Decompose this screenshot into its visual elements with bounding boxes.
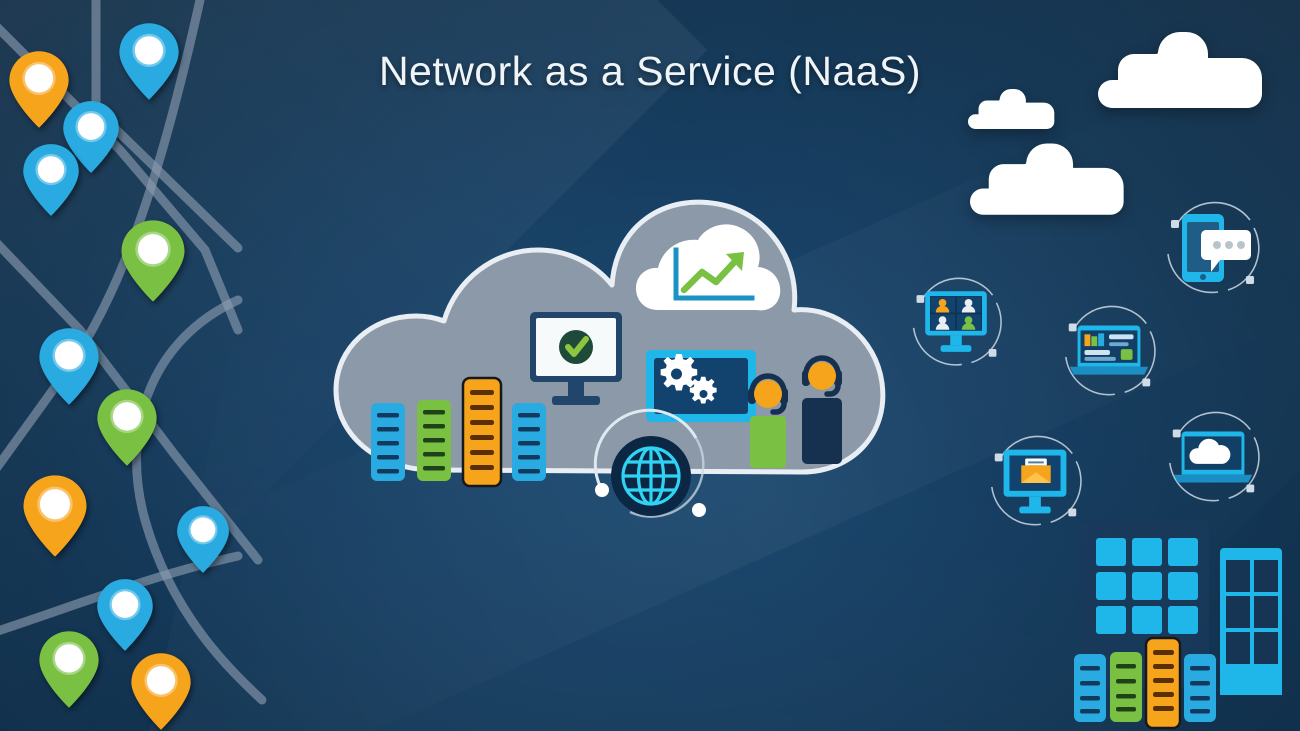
cloud-laptop[interactable] xyxy=(1160,406,1266,517)
gear-icon xyxy=(660,353,717,404)
globe-node xyxy=(593,408,706,518)
page-title: Network as a Service (NaaS) xyxy=(378,48,922,94)
main-cloud-group xyxy=(316,198,916,518)
map-pin-9[interactable] xyxy=(176,505,230,574)
email-monitor[interactable] xyxy=(982,430,1088,541)
sky-cloud-medium xyxy=(970,142,1148,225)
envelope-icon xyxy=(1021,458,1051,483)
analytics-cloud-icon xyxy=(636,224,781,311)
map-pin-3[interactable] xyxy=(62,100,120,174)
orbit-ring xyxy=(1167,201,1260,294)
settings-screen xyxy=(646,350,756,422)
mobile-chat-phone[interactable] xyxy=(1158,196,1266,309)
map-pin-6[interactable] xyxy=(38,327,100,406)
orbit-ring xyxy=(1169,411,1260,502)
smartphone-chat-bubble-icon xyxy=(1182,214,1251,282)
sky-cloud-small xyxy=(968,88,1068,137)
laptop-cloud-icon xyxy=(1173,431,1253,483)
sky-cloud-large xyxy=(1098,31,1288,117)
map-pin-12[interactable] xyxy=(130,652,192,731)
map-pin-5[interactable] xyxy=(120,219,186,303)
map-pin-1[interactable] xyxy=(118,22,180,101)
dc-rack-4 xyxy=(1184,654,1216,722)
datacenter-window-grid xyxy=(1096,538,1198,634)
map-pin-7[interactable] xyxy=(96,388,158,467)
support-agent-1 xyxy=(748,373,788,468)
server-rack-1 xyxy=(371,403,405,481)
monitor-envelope-icon xyxy=(1003,449,1067,514)
dashboard-laptop[interactable] xyxy=(1056,300,1162,411)
server-rack-4 xyxy=(512,403,546,481)
dc-rack-1 xyxy=(1074,654,1106,722)
data-center-building xyxy=(1052,512,1300,731)
map-pin-11[interactable] xyxy=(38,630,100,709)
dc-rack-2 xyxy=(1110,652,1142,722)
laptop-dashboard-icon xyxy=(1069,325,1149,375)
map-backdrop xyxy=(0,0,267,731)
support-agent-2 xyxy=(802,355,842,464)
dc-rack-3 xyxy=(1144,636,1182,730)
datacenter-tower xyxy=(1220,548,1282,695)
map-pin-8[interactable] xyxy=(22,474,88,558)
globe-icon xyxy=(621,446,681,506)
server-rack-2 xyxy=(417,400,451,481)
map-pin-2[interactable] xyxy=(8,50,70,129)
secure-monitor xyxy=(530,312,622,405)
server-rack-3 xyxy=(461,376,503,488)
video-conference-monitor[interactable] xyxy=(904,272,1008,381)
orbit-ring xyxy=(1065,305,1156,396)
map-pin-4[interactable] xyxy=(22,143,80,217)
monitor-people-grid-icon xyxy=(925,291,987,352)
map-pin-10[interactable] xyxy=(96,578,154,652)
